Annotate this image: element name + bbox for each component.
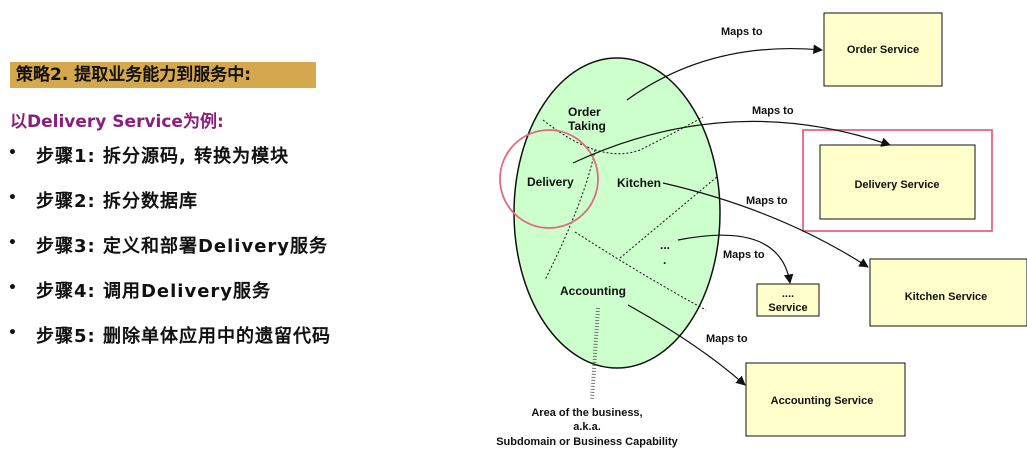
maps-to-order: Maps to bbox=[721, 26, 763, 38]
caption-pointer bbox=[590, 307, 600, 401]
strategy-heading: 策略2. 提取业务能力到服务中: bbox=[10, 62, 316, 88]
accounting-service-box bbox=[745, 362, 906, 437]
caption-line-2: a.k.a. bbox=[573, 421, 601, 433]
maps-to-kitchen: Maps to bbox=[746, 195, 788, 207]
other-region-dot: . bbox=[663, 253, 666, 267]
order-service-box bbox=[823, 12, 943, 87]
other-region-dots: ... bbox=[660, 238, 670, 252]
arrow-accounting bbox=[627, 304, 746, 386]
delivery-service-label: Delivery Service bbox=[854, 179, 939, 191]
step-item: • 步骤1: 拆分源码, 转换为模块 bbox=[8, 142, 331, 187]
caption-line-1: Area of the business, bbox=[531, 407, 642, 419]
step-item: • 步骤4: 调用Delivery服务 bbox=[8, 277, 331, 322]
arrow-kitchen bbox=[662, 182, 869, 268]
delivery-highlight-circle bbox=[499, 129, 599, 229]
bullet-icon: • bbox=[8, 145, 18, 161]
unknown-service-label: Service bbox=[768, 302, 807, 314]
boundary-order-delivery bbox=[542, 116, 704, 155]
kitchen-service-label: Kitchen Service bbox=[905, 291, 988, 303]
bullet-icon: • bbox=[8, 325, 18, 341]
boundary-kitchen-accounting bbox=[574, 231, 707, 311]
order-taking-label-2: Taking bbox=[568, 119, 606, 133]
maps-to-unknown: Maps to bbox=[723, 249, 765, 261]
step-text: 步骤4: 调用Delivery服务 bbox=[36, 281, 272, 302]
mapping-arrows bbox=[572, 44, 891, 386]
kitchen-region-label: Kitchen bbox=[617, 176, 661, 190]
step-item: • 步骤2: 拆分数据库 bbox=[8, 187, 331, 232]
step-text: 步骤2: 拆分数据库 bbox=[36, 191, 198, 212]
steps-list: • 步骤1: 拆分源码, 转换为模块 • 步骤2: 拆分数据库 • 步骤3: 定义和部… bbox=[8, 142, 331, 367]
bullet-icon: • bbox=[8, 190, 18, 206]
step-item: • 步骤5: 删除单体应用中的遗留代码 bbox=[8, 322, 331, 367]
maps-to-accounting: Maps to bbox=[706, 333, 748, 345]
order-service-label: Order Service bbox=[847, 44, 919, 56]
step-text: 步骤1: 拆分源码, 转换为模块 bbox=[36, 146, 290, 167]
boundary-kitchen-dots bbox=[619, 175, 719, 259]
accounting-region-label: Accounting bbox=[560, 284, 626, 298]
step-text: 步骤5: 删除单体应用中的遗留代码 bbox=[36, 326, 331, 347]
example-subheading: 以Delivery Service为例: bbox=[10, 112, 224, 132]
accounting-service-label: Accounting Service bbox=[771, 395, 874, 407]
caption-line-3: Subdomain or Business Capability bbox=[496, 436, 678, 448]
region-boundaries bbox=[542, 116, 719, 311]
maps-to-delivery: Maps to bbox=[752, 105, 794, 117]
delivery-region-label: Delivery bbox=[527, 175, 574, 189]
bullet-icon: • bbox=[8, 280, 18, 296]
kitchen-service-box bbox=[869, 258, 1027, 327]
arrow-unknown bbox=[677, 234, 794, 284]
boundary-delivery-kitchen bbox=[544, 149, 596, 281]
arrow-delivery bbox=[572, 120, 891, 164]
bullet-icon: • bbox=[8, 235, 18, 251]
unknown-service-dots: .... bbox=[782, 288, 794, 300]
order-taking-label: Order bbox=[568, 105, 601, 119]
unknown-service-box bbox=[756, 283, 820, 317]
arrow-order bbox=[626, 44, 823, 101]
business-ellipse bbox=[513, 57, 721, 369]
delivery-service-box bbox=[819, 144, 976, 220]
step-item: • 步骤3: 定义和部署Delivery服务 bbox=[8, 232, 331, 277]
step-text: 步骤3: 定义和部署Delivery服务 bbox=[36, 236, 329, 257]
delivery-highlight-box bbox=[802, 129, 993, 232]
